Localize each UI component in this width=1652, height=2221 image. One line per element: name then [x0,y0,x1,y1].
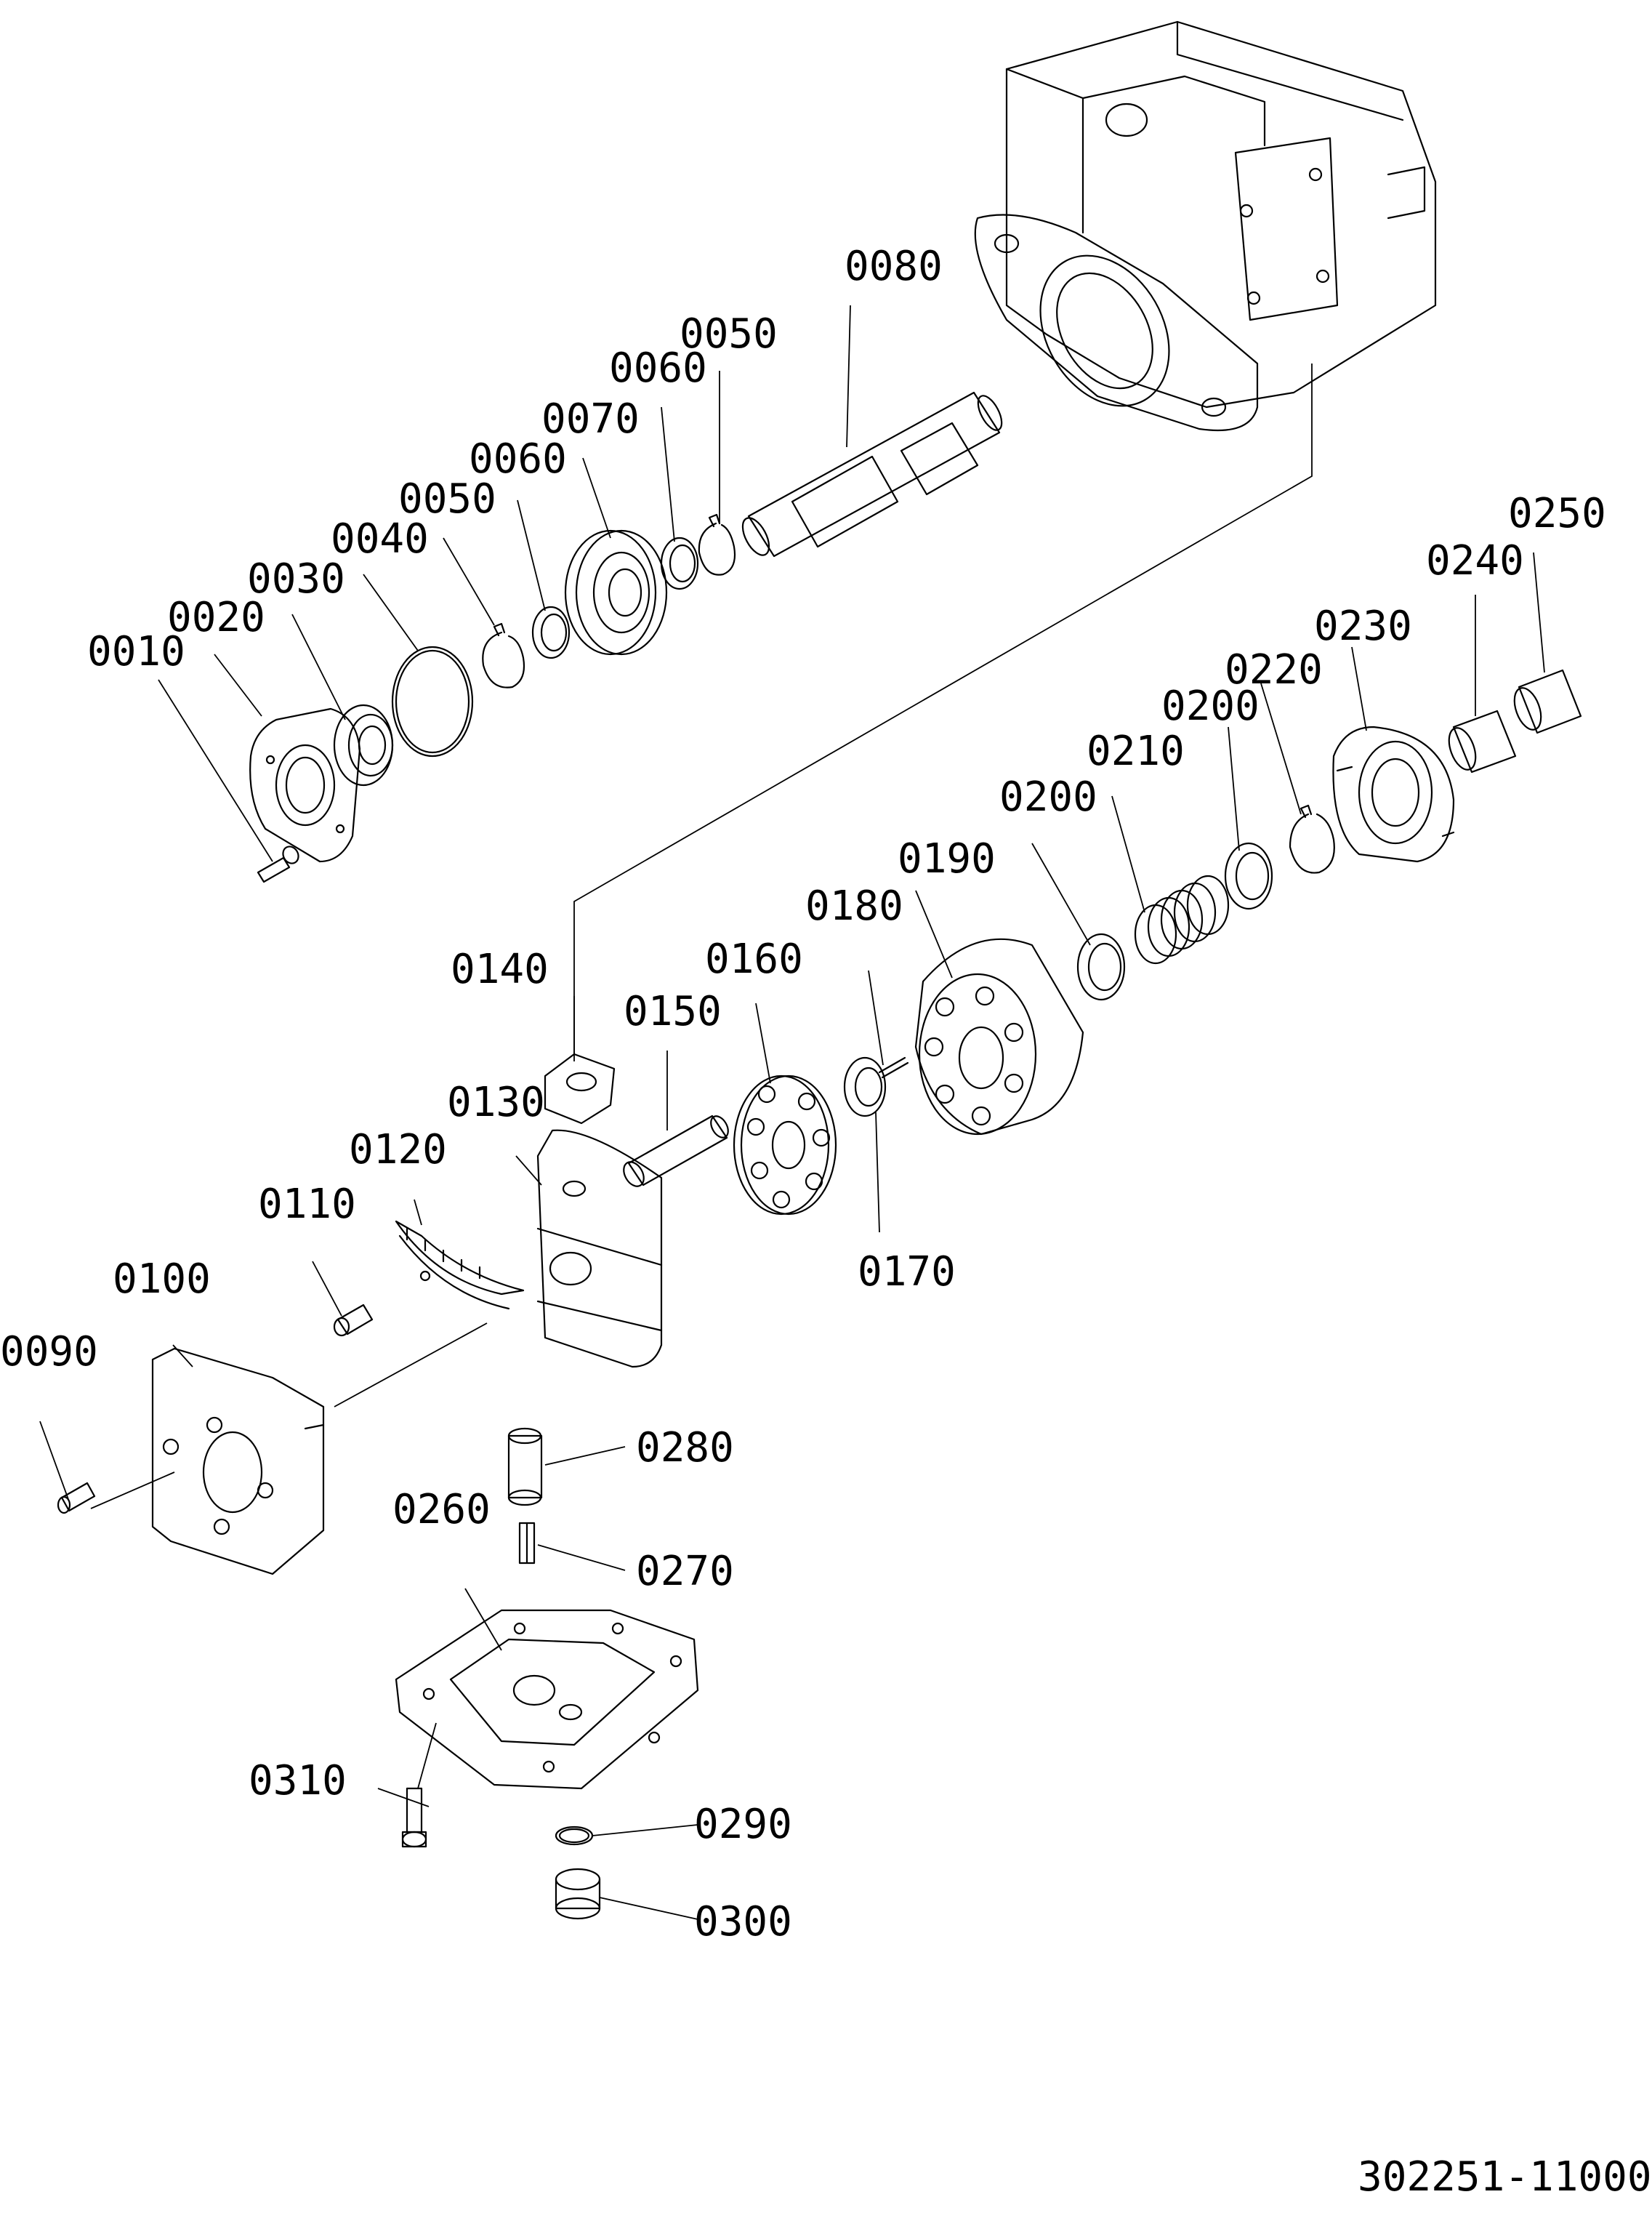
label-0270: 0270 [636,1548,734,1595]
parts-diagram-page: 0010 0020 0030 0040 0050 0060 0070 0060 … [0,20,1652,2201]
part-0240-bushing [1448,710,1517,774]
part-0220-snap-ring [1289,804,1335,874]
part-0290-o-ring [555,1826,594,1846]
part-0050a-snap-ring [482,622,525,688]
part-0300-plug [555,1868,601,1920]
label-0260: 0260 [392,1486,491,1533]
part-labels: 0010 0020 0030 0040 0050 0060 0070 0060 … [0,243,1606,1945]
part-0130-swash-plate [536,1129,663,1368]
part-0200a-washer [1076,933,1126,1001]
part-0010-screw [257,846,299,883]
label-0280: 0280 [636,1424,734,1471]
label-0010: 0010 [87,628,185,675]
pump-housing [974,20,1437,432]
label-0310: 0310 [249,1757,347,1804]
part-0030-oil-seal [333,704,394,787]
part-0260-cover [395,1609,699,1790]
part-0060a-shim [531,606,571,659]
label-0200b: 0200 [1161,683,1260,730]
part-0160-retainer-plate [733,1075,837,1216]
part-0250-bushing [1513,669,1582,734]
document-number: 302251-11000 [1358,2153,1652,2201]
label-0130: 0130 [447,1079,545,1126]
part-0110-pin [333,1304,374,1337]
housing-leader-line [573,364,1313,1061]
part-0180-pin [878,1056,909,1079]
label-0190: 0190 [898,835,996,883]
label-0250: 0250 [1508,490,1606,537]
label-0290: 0290 [694,1801,792,1848]
label-0050a: 0050 [398,475,496,523]
part-0090-pin [57,1482,96,1514]
label-0020: 0020 [167,594,265,641]
part-0020-cover-plate [249,707,361,863]
label-0110: 0110 [258,1181,356,1228]
label-0150: 0150 [624,988,722,1035]
label-0200a: 0200 [999,774,1097,821]
part-0230-valve-plate [1332,726,1455,863]
label-0060b: 0060 [609,345,707,392]
part-0210-spring [1134,875,1230,965]
label-0100: 0100 [113,1256,211,1303]
label-0080: 0080 [845,243,943,290]
exploded-parts-diagram: 0010 0020 0030 0040 0050 0060 0070 0060 … [0,20,1606,1945]
label-0300: 0300 [694,1898,792,1945]
label-0070: 0070 [541,395,640,443]
label-0050b: 0050 [680,310,778,358]
label-0220: 0220 [1225,646,1323,694]
part-0270-spring-pin [518,1522,536,1565]
label-0240: 0240 [1426,537,1524,585]
part-0280-sleeve [507,1427,543,1506]
part-0170-spherical-bush [843,1056,887,1117]
leader-lines [39,305,1545,1920]
label-0170: 0170 [858,1248,956,1296]
label-0210: 0210 [1087,728,1185,775]
part-0100-plate [151,1347,325,1575]
part-0060b-shim [660,537,699,590]
label-0230: 0230 [1314,603,1412,650]
label-0120: 0120 [349,1126,447,1173]
label-0160: 0160 [705,936,803,983]
part-0070-bearing [564,529,668,656]
part-0200b-washer [1224,842,1273,910]
part-0050b-snap-ring [698,513,736,576]
label-0060a: 0060 [469,435,567,483]
part-0190-cylinder-block [914,938,1084,1136]
part-0310-bolt [401,1787,427,1848]
label-0040: 0040 [331,515,429,563]
label-0030: 0030 [247,555,345,603]
label-0180: 0180 [805,883,903,930]
part-0040-o-ring [391,646,474,758]
label-0090: 0090 [0,1328,98,1375]
part-0120-bearing-cage [395,1220,525,1310]
part-0080-shaft [741,391,1003,558]
label-0140: 0140 [451,946,549,993]
part-0150-piston [623,1114,729,1187]
part-0140-stopper [544,1053,616,1125]
